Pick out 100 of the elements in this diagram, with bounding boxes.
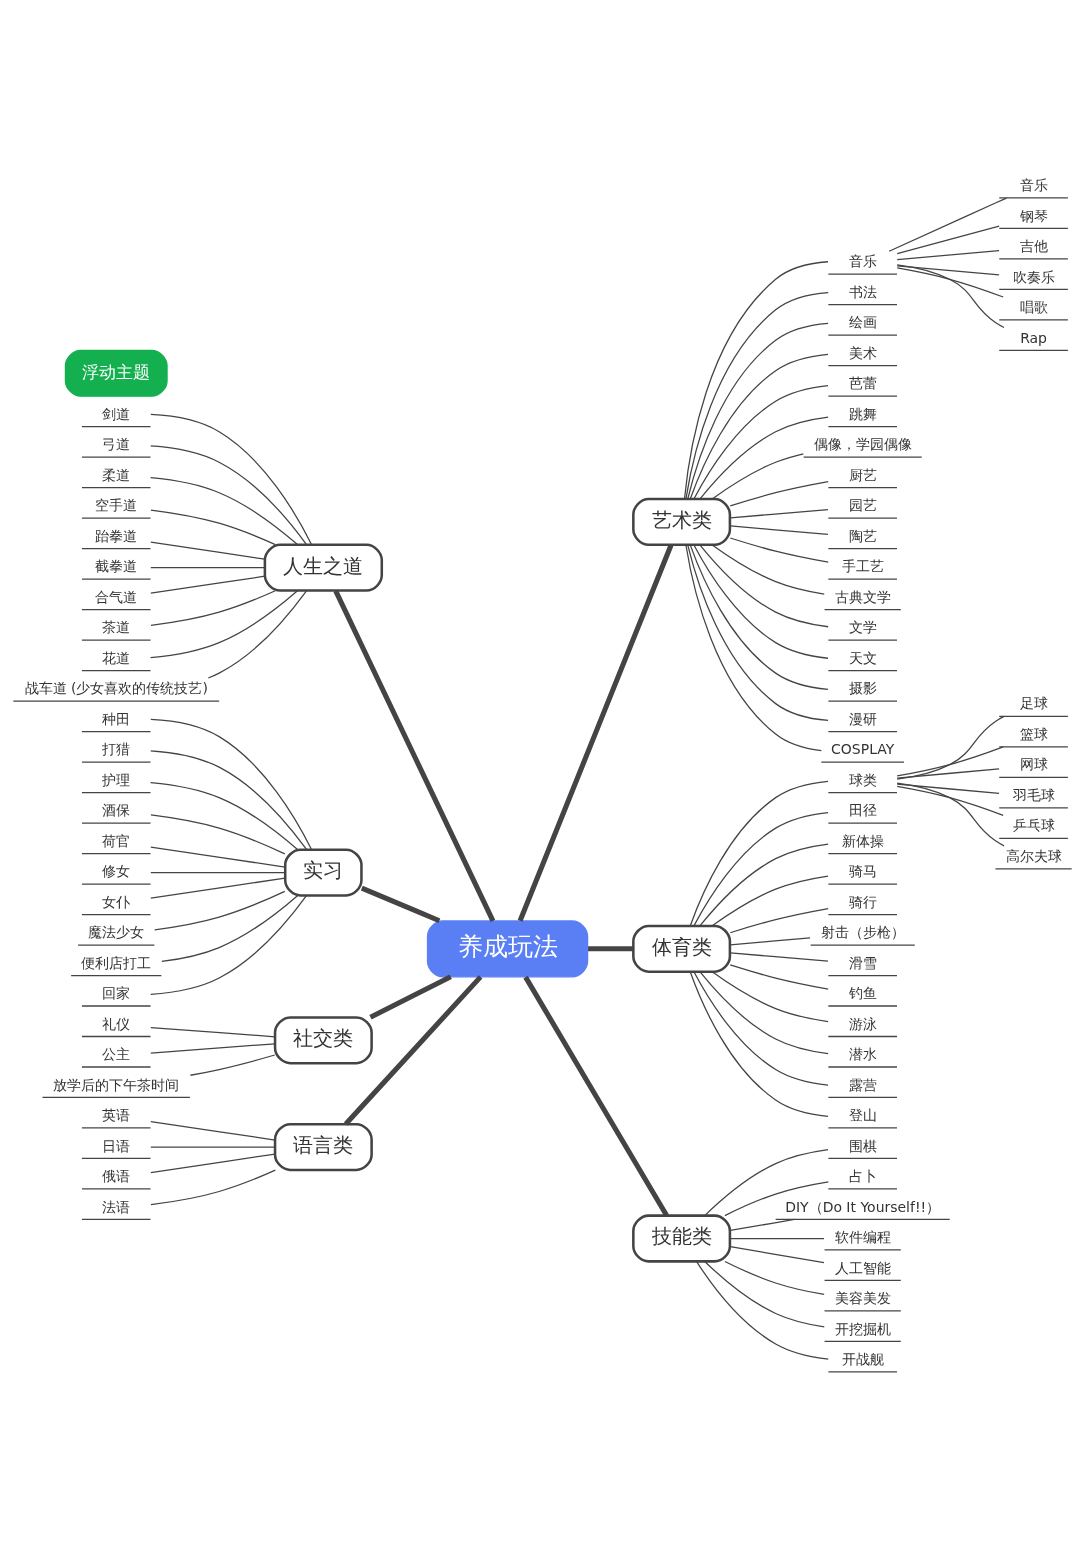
node-text: 滑雪 [848,954,877,971]
node-text: 美容美发 [834,1289,891,1306]
connector [150,1152,276,1173]
node-text: 跆拳道 [95,527,138,544]
connector [896,224,1000,254]
connector [699,543,829,627]
node-text: COSPLAY [831,740,895,757]
connector [896,767,1000,779]
connector [724,1260,825,1295]
connector [896,783,1000,794]
node-text: 修女 [102,862,131,879]
connector [729,951,829,962]
node-text: 战车道 (少女喜欢的传统技艺) [24,679,208,696]
node-text: 钓鱼 [848,984,877,1001]
node-box: 体育类 [632,924,732,973]
node-text: 吹奏乐 [1012,268,1055,285]
node-box: 语言类 [273,1122,373,1171]
node-text: 骑行 [848,893,877,910]
node-text: 弓道 [102,435,131,452]
connector [369,974,452,1019]
node-text: 花道 [102,649,131,666]
connector [689,970,829,1117]
node-box: 浮动主题 [64,349,168,397]
node-text: 书法 [848,283,877,300]
connector [704,1148,829,1216]
node-text: 吉他 [1019,237,1048,254]
connector [896,785,1004,816]
connector [888,196,1008,252]
connector [693,970,829,1086]
node-text: 荷官 [102,832,131,849]
connector [161,894,299,962]
node-text: 开挖掘机 [834,1320,891,1337]
node-text: 唱歌 [1019,298,1048,315]
connector [360,885,441,923]
connector [729,1245,825,1263]
node-text: 人工智能 [834,1259,891,1276]
node-text: 围棋 [848,1137,877,1154]
connector [207,589,308,679]
node-text: 游泳 [848,1015,877,1032]
connector [704,1260,825,1327]
connector [150,1026,276,1037]
node-text: 露营 [848,1076,877,1093]
connector [150,589,276,626]
node-text: 网球 [1019,755,1048,772]
node-text: 球类 [848,771,877,788]
connector [150,541,266,560]
connector [685,543,822,751]
connector [729,536,829,563]
node-text: 园艺 [848,496,877,513]
connector [150,718,313,850]
connector [150,781,299,850]
node-text: 柔道 [102,466,131,483]
connector [711,970,829,1022]
node-text: 开战舰 [841,1350,884,1367]
connector [896,715,1005,780]
connector [729,524,829,535]
connector [896,745,1004,777]
connector [729,1218,795,1231]
connector [150,476,299,545]
node-box: 实习 [283,847,363,897]
connector [150,749,308,850]
node-text: 酒保 [102,801,131,818]
connector [150,508,276,545]
node-text: 法语 [102,1198,131,1215]
node-text: 骑马 [848,862,877,879]
connector [729,508,829,519]
connector [150,1145,276,1148]
node-text: 打猎 [102,740,131,757]
connector [896,263,1005,328]
connector [689,353,829,499]
connector [150,566,266,568]
node-text: 足球 [1019,694,1048,711]
node-text: 英语 [102,1106,131,1123]
node-box: 社交类 [273,1015,373,1064]
node-text: 钢琴 [1019,207,1048,224]
connector [189,1053,276,1076]
node-text: 魔法少女 [88,923,145,940]
connector [687,322,829,499]
connector [150,894,308,995]
node-text: 公主 [102,1045,131,1062]
node-box: 养成玩法 [426,919,589,977]
connector [699,842,829,926]
node-text: 茶道 [102,618,131,635]
node-text: 美术 [848,344,877,361]
node-text: 手工艺 [841,557,884,574]
connector [896,264,1000,276]
node-text: 文学 [848,618,877,635]
node-text: 剑道 [102,405,131,422]
node-text: 陶艺 [848,527,877,544]
node-text: 芭蕾 [848,374,877,391]
node-text: 跳舞 [848,405,877,422]
node-text: 放学后的下午茶时间 [53,1076,180,1093]
connector [693,384,829,499]
node-text: Rap [1020,329,1047,346]
node-text: 登山 [848,1106,877,1123]
node-text: 空手道 [95,496,138,513]
connector [896,249,1000,260]
node-text: 潜水 [848,1045,877,1062]
connector [588,945,634,951]
node-text: 古典文学 [834,588,891,605]
